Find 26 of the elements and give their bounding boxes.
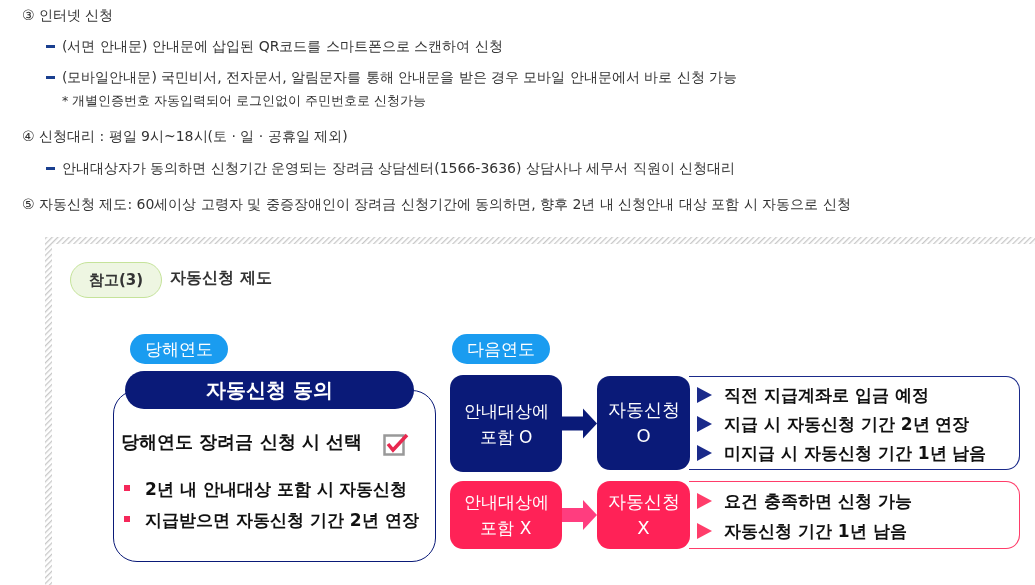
list-item: 지급받으면 자동신청 기간 2년 연장 xyxy=(145,509,419,531)
text-line: 당해연도 장려금 신청 시 선택 xyxy=(121,430,363,454)
year-pill: 다음연도 xyxy=(452,334,550,364)
list-item: 미지급 시 자동신청 기간 1년 남음 xyxy=(724,441,987,464)
text-line: ⑤ 자동신청 제도: 60세이상 고령자 및 중증장애인이 장려금 신청기간에 동의하면, 향후 2년 내 신청안내 대상 포함 시 자동으로 신청 xyxy=(22,195,851,214)
rounded-box: 자동신청 X xyxy=(597,481,690,549)
list-item: 지급 시 자동신청 기간 2년 연장 xyxy=(724,413,970,435)
tag-pill: 참고(3) xyxy=(70,262,162,298)
list-item: 요건 충족하면 신청 가능 xyxy=(724,490,912,512)
year-pill: 당해연도 xyxy=(130,334,228,364)
text-line: ④ 신청대리 : 평일 9시~18시(토 · 일 · 공휴일 제외) xyxy=(22,127,348,146)
heading-pill: 자동신청 동의 xyxy=(125,371,414,409)
text-line: ③ 인터넷 신청 xyxy=(22,6,114,25)
block-arrow xyxy=(562,408,597,439)
block-arrow xyxy=(562,500,597,530)
rounded-box: 자동신청 O xyxy=(597,376,690,470)
rounded-box: 안내대상에 포함 X xyxy=(450,481,562,549)
text-line: * 개별인증번호 자동입력되어 로그인없이 주민번호로 신청가능 xyxy=(62,92,427,110)
list-item: 직전 지급계좌로 입금 예정 xyxy=(724,384,929,407)
heading-text: 자동신청 제도 xyxy=(170,268,272,289)
text-line: 안내대상자가 동의하면 신청기간 운영되는 장려금 상담센터(1566-3636) 상담사나 세무서 직원이 신청대리 xyxy=(62,159,736,178)
list-item: 자동신청 기간 1년 남음 xyxy=(724,520,907,542)
text-line: (모바일안내문) 국민비서, 전자문서, 알림문자를 통해 안내문을 받은 경우 모바일 안내문에서 바로 신청 가능 xyxy=(62,68,738,87)
rounded-box: 안내대상에 포함 O xyxy=(450,375,562,472)
text-line: (서면 안내문) 안내문에 삽입된 QR코드를 스마트폰으로 스캔하여 신청 xyxy=(62,37,503,56)
list-item: 2년 내 안내대상 포함 시 자동신청 xyxy=(145,478,408,500)
